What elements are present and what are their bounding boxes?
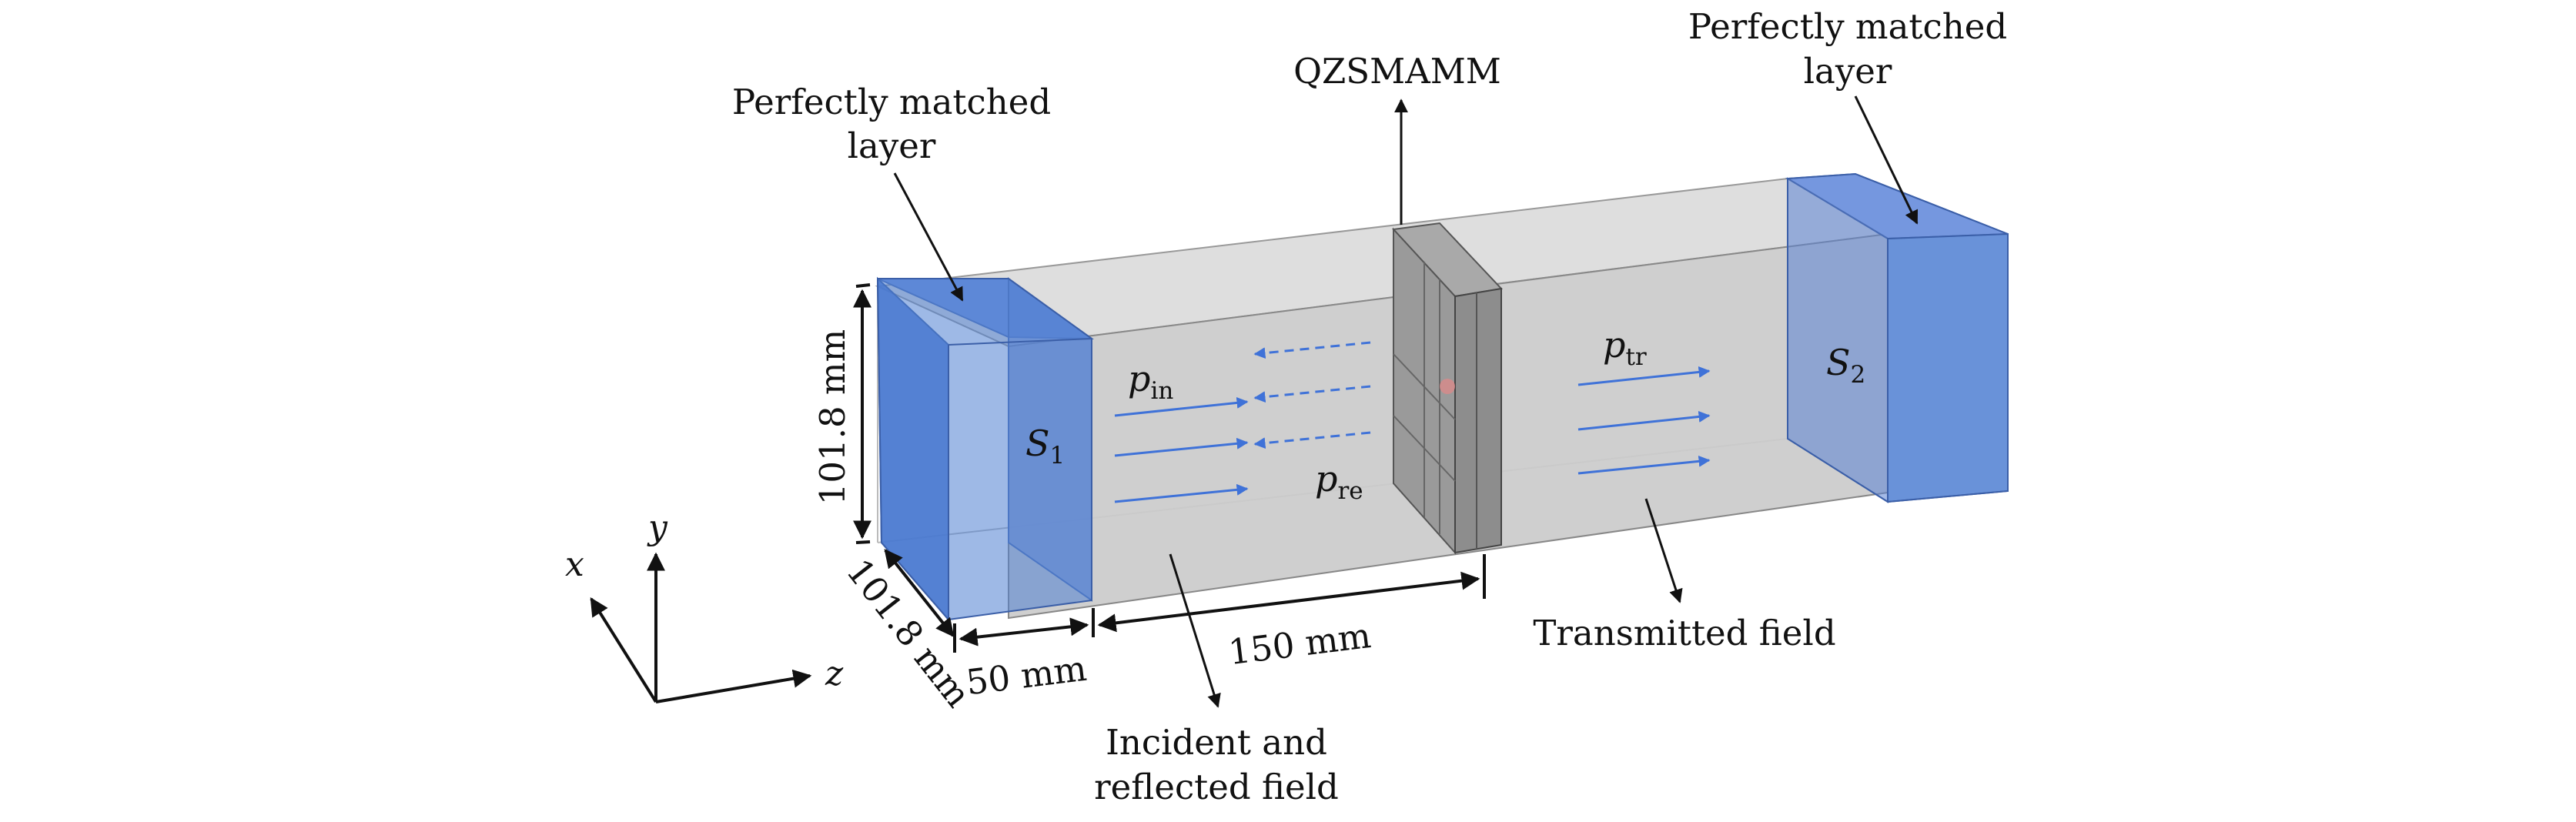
pml-right-label-line2: layer [1804,51,1892,92]
transmitted-wave-arrows [1577,366,1711,475]
incident-field-label-line2: reflected field [1094,767,1339,807]
pml-left-label-line1: Perfectly matched [732,82,1051,122]
incident-field-label-line1: Incident and [1106,722,1327,763]
p-tr-label: ptr [1603,324,1647,371]
s2-symbol: S2 [1826,342,1865,389]
p-in-label: pin [1128,358,1173,405]
duct-length-dim-label: 150 mm [1226,615,1373,673]
pml-length-dim-label: 50 mm [964,648,1089,703]
y-axis-label: y [647,508,668,547]
pml-right-block [1785,172,2009,503]
z-axis-label: z [825,654,844,693]
coordinate-axes [590,552,812,703]
pml-right-label-line1: Perfectly matched [1688,6,2007,47]
p-re-label: pre [1315,458,1363,505]
incident-wave-arrows [1114,396,1249,503]
s1-symbol: S1 [1025,423,1065,469]
pml-left-label-line2: layer [848,125,936,166]
qzsmamm-sample [1391,99,1504,555]
dimension-lines [853,283,1486,653]
pml-left-block [876,276,1095,622]
sample-label: QZSMAMM [1293,51,1501,92]
x-axis-label: x [565,545,584,584]
transmitted-field-label: Transmitted field [1533,613,1835,653]
height-dim-label: 101.8 mm [812,329,853,505]
reflected-wave-arrows [1253,341,1371,449]
